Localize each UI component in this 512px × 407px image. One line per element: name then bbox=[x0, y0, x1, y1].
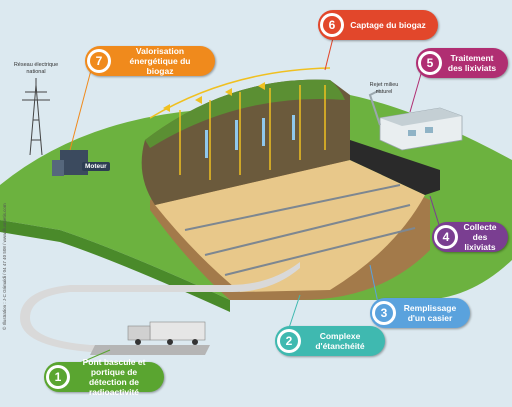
callout-text: Traitement des lixiviats bbox=[447, 53, 497, 73]
callout-number: 2 bbox=[280, 332, 298, 350]
wheel bbox=[167, 339, 173, 345]
callout-text: Collecte des lixiviats bbox=[463, 222, 497, 252]
engine-label: Moteur bbox=[82, 162, 110, 171]
grass-edge bbox=[0, 220, 230, 312]
callout-text: Remplissage d'un casier bbox=[403, 303, 457, 323]
callout-number: 3 bbox=[375, 304, 393, 322]
callout-pont-bascule: 1 Pont bascule et portique de détection … bbox=[44, 357, 164, 397]
waste-cover bbox=[145, 79, 345, 148]
weighbridge bbox=[90, 345, 210, 355]
callout-remplissage-casier: 3 Remplissage d'un casier bbox=[370, 298, 470, 328]
treatment-roof bbox=[380, 108, 462, 126]
truck-trailer bbox=[149, 321, 206, 341]
callout-number-badge: 4 bbox=[434, 225, 458, 249]
drain-pipe bbox=[224, 227, 416, 276]
access-road bbox=[20, 262, 300, 352]
callout-number-badge: 2 bbox=[277, 329, 301, 353]
gas-wells bbox=[149, 67, 331, 180]
wheel bbox=[192, 339, 198, 345]
drain-pipe bbox=[184, 184, 401, 231]
callout-number-badge: 1 bbox=[46, 365, 70, 389]
callout-number-badge: 3 bbox=[372, 301, 396, 325]
callout-captage-biogaz: 6 Captage du biogaz bbox=[318, 10, 438, 40]
window bbox=[425, 127, 433, 133]
liner bbox=[350, 140, 440, 195]
callout-collecte-lixiviats: 4 Collecte des lixiviats bbox=[432, 222, 508, 252]
callout-number-badge: 7 bbox=[87, 49, 111, 73]
callout-number-badge: 5 bbox=[418, 51, 442, 75]
truck-cab bbox=[127, 325, 151, 341]
leachate-drops bbox=[205, 115, 295, 158]
callout-number: 5 bbox=[421, 54, 439, 72]
callout-text: Captage du biogaz bbox=[350, 20, 426, 30]
grid-label: Réseau électrique national bbox=[13, 62, 59, 75]
engine-block bbox=[52, 160, 64, 176]
callout-number: 4 bbox=[437, 228, 455, 246]
callout-number: 7 bbox=[90, 52, 108, 70]
callout-text: Complexe d'étanchéité bbox=[315, 331, 365, 351]
wheel bbox=[135, 339, 141, 345]
callout-traitement-lixiviats: 5 Traitement des lixiviats bbox=[416, 48, 508, 78]
outlet-label: Rejet milieu naturel bbox=[369, 82, 399, 95]
callout-number: 1 bbox=[49, 368, 67, 386]
callout-valorisation-biogaz: 7 Valorisation énergétique du biogaz bbox=[85, 46, 215, 76]
power-pylon bbox=[22, 78, 50, 156]
credit-line: © Illustration : J-C Grimaldi / 04 47 40… bbox=[2, 203, 7, 330]
callout-text: Pont bascule et portique de détection de… bbox=[82, 357, 146, 397]
drain-pipe bbox=[204, 204, 411, 256]
biogas-arrows bbox=[163, 82, 265, 112]
window bbox=[408, 130, 416, 136]
callout-number-badge: 6 bbox=[320, 13, 344, 37]
callout-complexe-etancheite: 2 Complexe d'étanchéité bbox=[275, 326, 385, 356]
outlet-pipe bbox=[368, 89, 381, 126]
callout-text: Valorisation énergétique du biogaz bbox=[129, 46, 191, 76]
callout-number: 6 bbox=[323, 16, 341, 34]
